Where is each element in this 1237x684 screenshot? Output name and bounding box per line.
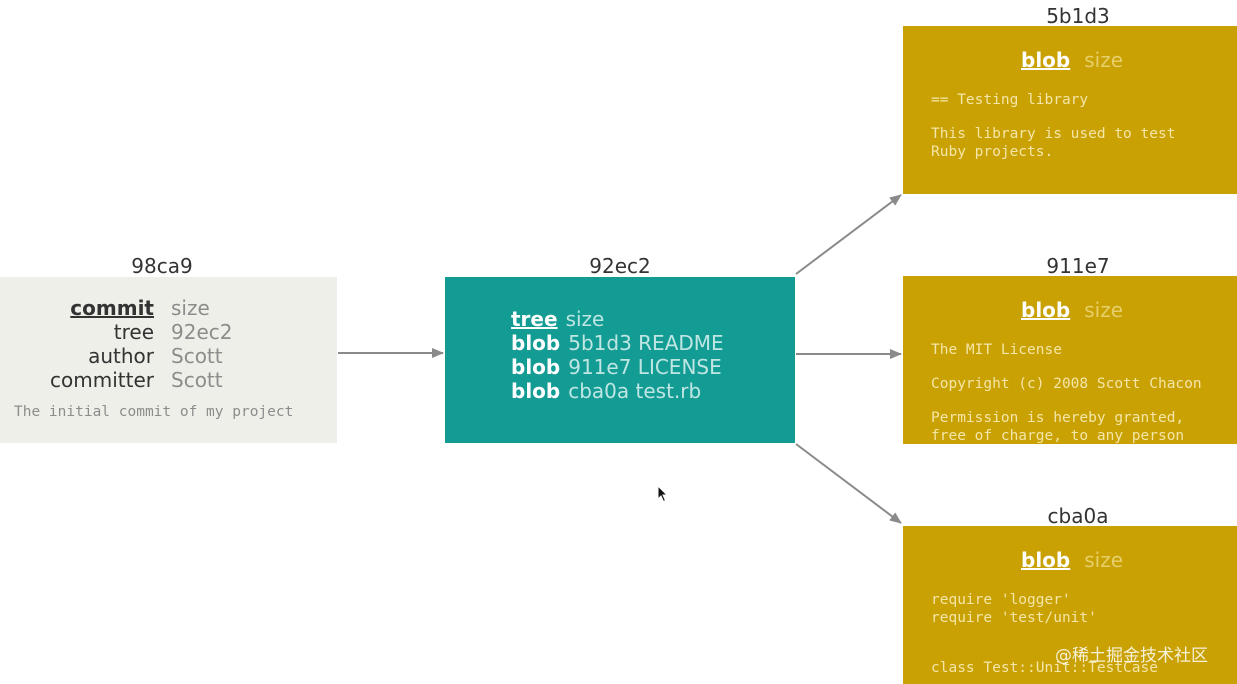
commit-row: author Scott xyxy=(0,344,337,368)
commit-size-value: size xyxy=(171,296,210,320)
arrow-tree-to-blob-cba0a xyxy=(795,443,902,524)
tree-row: blob 911e7 LICENSE xyxy=(511,355,722,379)
commit-row: commit size xyxy=(0,296,337,320)
blob-content-line: class Test::Unit::TestCase xyxy=(931,660,1158,676)
commit-tree-key: tree xyxy=(113,320,154,344)
blob-type-label: blob xyxy=(1021,548,1071,572)
tree-entry-type: blob xyxy=(511,355,561,379)
commit-hash-label: 98ca9 xyxy=(131,254,193,278)
tree-type-label: tree xyxy=(511,307,558,331)
commit-object: commit size tree 92ec2 author Scott comm… xyxy=(0,277,337,443)
blob-object-test-rb: blob size require 'logger' require 'test/… xyxy=(903,526,1237,684)
blob-size-value: size xyxy=(1084,548,1124,572)
commit-committer-value: Scott xyxy=(171,368,223,392)
blob-type-label: blob xyxy=(1021,48,1071,72)
commit-row: committer Scott xyxy=(0,368,337,392)
blob-type-label: blob xyxy=(1021,298,1071,322)
watermark-text: @稀土掘金技术社区 xyxy=(1055,646,1208,666)
tree-row: blob cba0a test.rb xyxy=(511,379,701,403)
tree-entry-type: blob xyxy=(511,379,561,403)
blob-size-value: size xyxy=(1084,48,1124,72)
blob-object-readme: blob size == Testing library This library… xyxy=(903,26,1237,194)
blob-header: blob size xyxy=(1021,48,1123,72)
blob-content-line: require 'logger' xyxy=(931,592,1071,608)
tree-row: blob 5b1d3 README xyxy=(511,331,724,355)
commit-type-label: commit xyxy=(70,296,154,320)
blob-header: blob size xyxy=(1021,298,1123,322)
blob-content-line: This library is used to test xyxy=(931,126,1176,142)
blob-content-line: Ruby projects. xyxy=(931,144,1054,160)
commit-author-key: author xyxy=(88,344,154,368)
blob-hash-label: cba0a xyxy=(1047,504,1109,528)
commit-row: tree 92ec2 xyxy=(0,320,337,344)
blob-content-line: The MIT License xyxy=(931,342,1062,358)
commit-message: The initial commit of my project xyxy=(14,404,294,420)
tree-entry-value: 911e7 LICENSE xyxy=(568,355,722,379)
blob-header: blob size xyxy=(1021,548,1123,572)
commit-author-value: Scott xyxy=(171,344,223,368)
blob-content-line: Copyright (c) 2008 Scott Chacon xyxy=(931,376,1202,392)
blob-content-line: Permission is hereby granted, xyxy=(931,410,1185,426)
tree-row: tree size xyxy=(511,307,604,331)
blob-content-line: require 'test/unit' xyxy=(931,610,1097,626)
tree-entry-value: cba0a test.rb xyxy=(568,379,702,403)
commit-committer-key: committer xyxy=(50,368,154,392)
blob-content-line: == Testing library xyxy=(931,92,1089,108)
blob-size-value: size xyxy=(1084,298,1124,322)
blob-hash-label: 911e7 xyxy=(1046,254,1110,278)
blob-object-license: blob size The MIT License Copyright (c) 2… xyxy=(903,276,1237,444)
arrow-tree-to-blob-5b1d3 xyxy=(795,194,902,275)
tree-size-value: size xyxy=(565,307,605,331)
tree-entry-value: 5b1d3 README xyxy=(568,331,724,355)
mouse-cursor-icon xyxy=(657,485,669,503)
commit-tree-value: 92ec2 xyxy=(171,320,233,344)
tree-hash-label: 92ec2 xyxy=(589,254,651,278)
blob-hash-label: 5b1d3 xyxy=(1046,4,1110,28)
tree-object: tree size blob 5b1d3 README blob 911e7 LICE… xyxy=(445,277,795,443)
tree-entry-type: blob xyxy=(511,331,561,355)
blob-content-line: free of charge, to any person xyxy=(931,428,1185,444)
